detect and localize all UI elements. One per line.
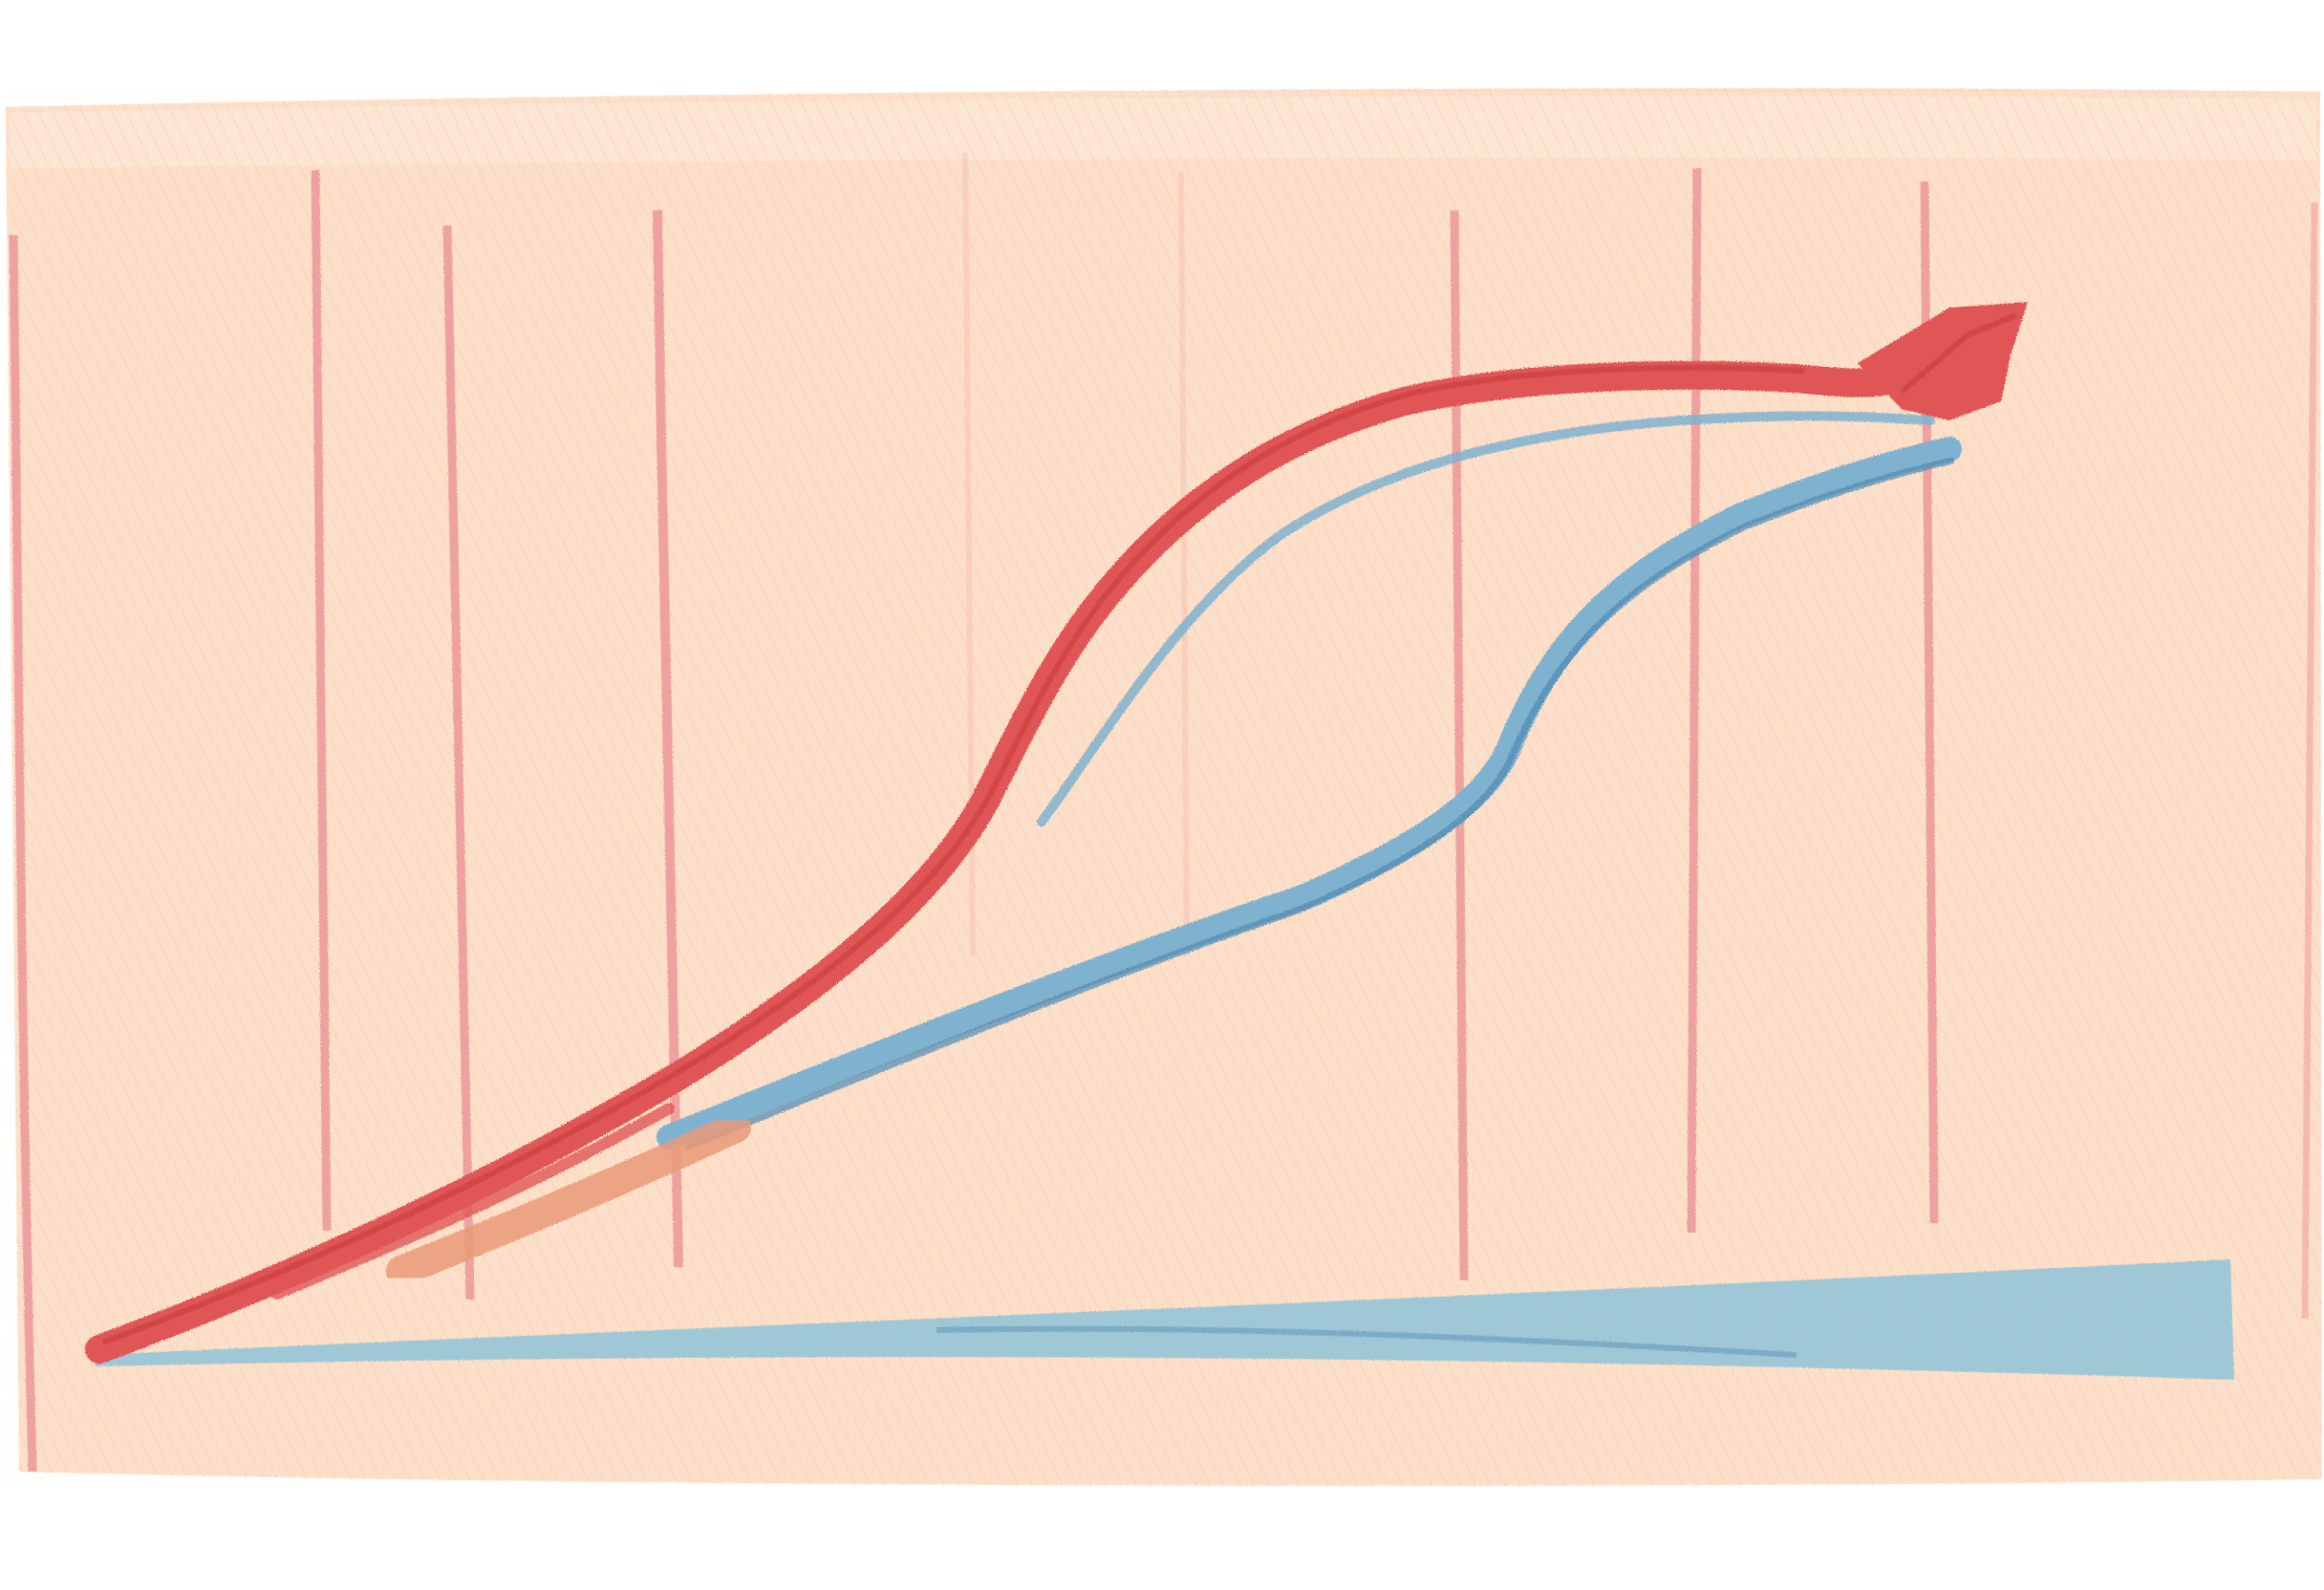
red-growth-line	[85, 302, 2028, 1364]
blue-growth-line	[656, 411, 1962, 1150]
vertical-rule	[311, 169, 332, 1232]
vertical-rule-faint	[1178, 171, 1190, 956]
vertical-rule	[1450, 209, 1469, 1281]
up-right-arrow-icon	[1858, 302, 2028, 420]
blue-line-edge	[684, 457, 1955, 1150]
baseline-wedge-shade	[936, 1325, 1797, 1358]
blue-line-main	[656, 437, 1962, 1150]
blue-line-upper-trace	[1037, 411, 1935, 827]
red-line-lower-stroke	[271, 1103, 675, 1300]
orange-blend-segment	[386, 1112, 751, 1286]
red-line-edge	[102, 364, 1805, 1344]
arrow-head-shade	[1900, 312, 2018, 395]
vertical-rule	[1687, 167, 1702, 1234]
vertical-rule-faint	[962, 152, 976, 956]
baseline-wedge	[96, 1259, 2234, 1380]
vertical-rule	[9, 234, 37, 1472]
vertical-rule	[2301, 202, 2318, 1320]
